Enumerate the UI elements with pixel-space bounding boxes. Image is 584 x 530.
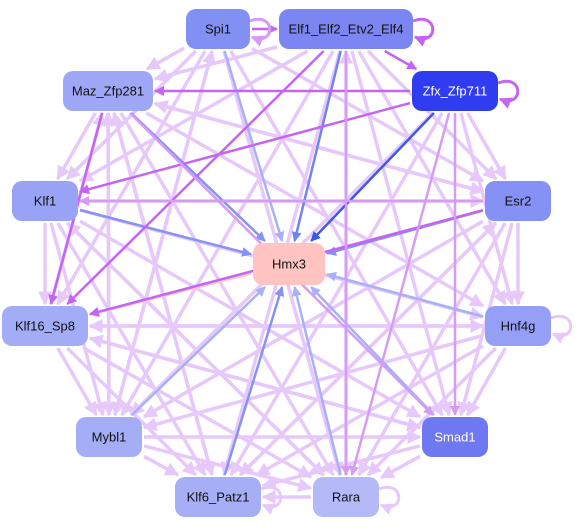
node-esr2[interactable]: Esr2 [485, 181, 551, 221]
node-hmx3[interactable]: Hmx3 [253, 243, 325, 285]
node-box-rara [313, 477, 379, 517]
edge-mybl1-to-hmx3 [131, 286, 266, 416]
node-box-smad1 [422, 417, 488, 457]
node-box-hnf4g [485, 306, 551, 346]
node-zfx[interactable]: Zfx_Zfp711 [412, 71, 498, 111]
edge-smad1-to-klf16 [88, 334, 421, 430]
node-label-rara: Rara [332, 490, 361, 505]
node-box-klf6 [175, 477, 261, 517]
node-box-klf16 [2, 306, 88, 346]
node-box-maz [63, 71, 153, 111]
node-label-spi1: Spi1 [205, 22, 231, 37]
edge-rara-to-hmx3 [291, 286, 342, 476]
edge-elf-to-maz [153, 45, 278, 83]
node-label-esr2: Esr2 [505, 194, 532, 209]
edge-maz-to-hmx3 [130, 112, 266, 242]
edge-esr2-to-mybl1 [142, 219, 484, 419]
self-loop-klf6 [260, 485, 283, 515]
self-loop-hnf4g [550, 314, 573, 344]
node-rara[interactable]: Rara [313, 477, 379, 517]
edge-klf16-to-mybl1 [56, 347, 98, 417]
node-klf6[interactable]: Klf6_Patz1 [175, 477, 261, 517]
edge-zfx-to-klf1 [79, 101, 411, 195]
edge-maz-to-klf1 [56, 112, 97, 181]
node-klf16[interactable]: Klf16_Sp8 [2, 306, 88, 346]
node-label-klf16: Klf16_Sp8 [15, 319, 75, 334]
edge-maz-to-rara [119, 112, 335, 477]
edge-elf-to-mybl1 [120, 50, 335, 417]
node-label-smad1: Smad1 [434, 430, 475, 445]
edge-zfx-to-esr2 [466, 112, 507, 181]
node-mybl1[interactable]: Mybl1 [76, 417, 142, 457]
node-maz[interactable]: Maz_Zfp281 [63, 71, 153, 111]
node-box-mybl1 [76, 417, 142, 457]
node-box-klf1 [12, 181, 78, 221]
edge-smad1-to-hmx3 [310, 286, 435, 416]
edge-zfx-to-klf6 [229, 112, 444, 477]
node-klf1[interactable]: Klf1 [12, 181, 78, 221]
node-elf[interactable]: Elf1_Elf2_Etv2_Elf4 [279, 9, 413, 49]
node-label-klf6: Klf6_Patz1 [187, 490, 250, 505]
node-label-zfx: Zfx_Zfp711 [423, 84, 488, 99]
edge-zfx-to-rara [349, 112, 451, 476]
self-loop-rara [378, 485, 401, 515]
edge-esr2-to-maz [153, 100, 484, 194]
edge-mybl1-to-spi1 [113, 49, 216, 416]
node-spi1[interactable]: Spi1 [186, 9, 250, 49]
self-loop-spi1 [249, 17, 272, 47]
node-box-esr2 [485, 181, 551, 221]
edge-elf-to-zfx [384, 49, 418, 71]
edge-klf6-to-hmx3 [223, 286, 285, 476]
node-label-hnf4g: Hnf4g [501, 319, 536, 334]
node-label-hmx3: Hmx3 [272, 257, 306, 272]
edge-smad1-to-klf6 [261, 444, 421, 490]
node-label-elf: Elf1_Elf2_Etv2_Elf4 [289, 22, 404, 37]
edge-hnf4g-to-mybl1 [142, 333, 484, 431]
edge-hnf4g-to-hmx3 [326, 271, 484, 318]
node-smad1[interactable]: Smad1 [422, 417, 488, 457]
node-box-hmx3 [253, 243, 325, 285]
edge-klf1-to-hmx3 [79, 208, 252, 257]
edge-elf-to-hmx3 [291, 50, 342, 242]
edge-hnf4g-to-smad1 [465, 347, 508, 417]
node-label-mybl1: Mybl1 [92, 430, 127, 445]
node-label-maz: Maz_Zfp281 [72, 84, 144, 99]
self-loop-zfx [497, 79, 520, 109]
edge-mybl1-to-klf6 [143, 454, 180, 477]
node-box-spi1 [186, 9, 250, 49]
edge-klf1-to-smad1 [79, 219, 422, 419]
node-hnf4g[interactable]: Hnf4g [485, 306, 551, 346]
node-box-elf [279, 9, 413, 49]
edge-spi1-to-maz [145, 46, 185, 71]
self-loop-elf [412, 17, 435, 47]
edge-maz-to-hnf4g [145, 111, 485, 308]
node-box-zfx [412, 71, 498, 111]
edge-smad1-to-rara [379, 454, 421, 480]
edge-spi1-to-smad1 [229, 50, 444, 417]
node-label-klf1: Klf1 [34, 194, 56, 209]
edge-zfx-to-hmx3 [310, 112, 435, 242]
